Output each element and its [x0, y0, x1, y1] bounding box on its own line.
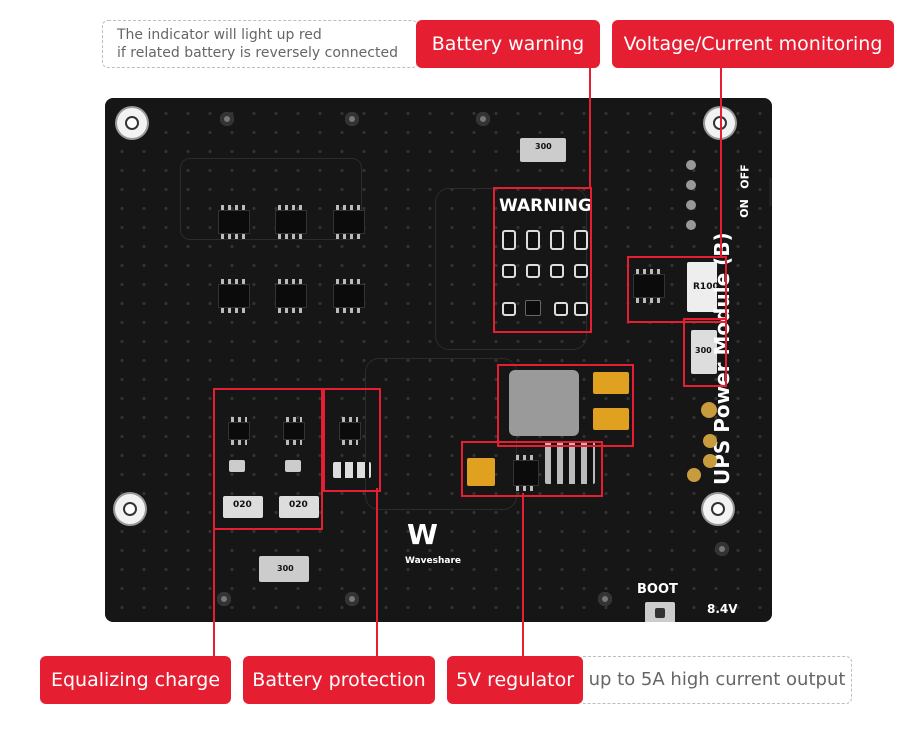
- via-icon: [345, 592, 359, 606]
- connector-pin: [703, 454, 717, 468]
- regulator-box-2: [461, 441, 603, 497]
- resistor-pad: [259, 556, 309, 582]
- resistor-pad: [691, 330, 717, 374]
- equalizing-box: [213, 388, 323, 530]
- regulator-label: 5V regulator: [447, 656, 583, 704]
- resistor: [526, 264, 540, 278]
- ic-chip: [218, 205, 250, 239]
- led: [550, 230, 564, 250]
- protection-leader: [376, 488, 378, 656]
- ic-chip: [218, 279, 250, 313]
- load-resistor: [279, 496, 319, 518]
- resistor: [502, 302, 516, 316]
- ic-chip: [333, 279, 365, 313]
- balance-ic: [228, 417, 250, 445]
- switch-pin: [686, 220, 696, 230]
- via-pattern: [105, 98, 772, 622]
- resistor-020-right: 020: [289, 500, 308, 510]
- voltage-current-label: Voltage/Current monitoring: [612, 20, 894, 68]
- shunt-label: R100: [693, 282, 719, 292]
- via-icon: [598, 592, 612, 606]
- led: [502, 230, 516, 250]
- via-icon: [715, 542, 729, 556]
- resistor: [574, 302, 588, 316]
- regulator-leader: [522, 493, 524, 656]
- switch-on-label: ON: [737, 199, 751, 218]
- equalizing-charge-label: Equalizing charge: [40, 656, 231, 704]
- mount-hole-icon: [115, 494, 145, 524]
- warning-note: The indicator will light up red if relat…: [102, 20, 418, 68]
- monitor-ic: [633, 269, 665, 303]
- resistor-300-right: 300: [695, 346, 712, 355]
- balance-ic: [283, 417, 305, 445]
- protection-ic: [339, 417, 361, 445]
- led: [526, 230, 540, 250]
- resistor: [550, 264, 564, 278]
- transistor: [229, 460, 245, 472]
- transistor: [525, 300, 541, 316]
- connector-pin: [703, 434, 717, 448]
- warning-note-line2: if related battery is reversely connecte…: [117, 45, 398, 61]
- mosfet-array: [333, 462, 371, 478]
- trace: [180, 158, 362, 240]
- resistor-020-left: 020: [233, 500, 252, 510]
- switch-pin: [686, 160, 696, 170]
- warning-silk: WARNING: [499, 196, 592, 216]
- shunt-resistor: [687, 262, 717, 312]
- capacitor: [593, 372, 629, 394]
- waveshare-logo-icon: W: [407, 518, 438, 551]
- resistor: [574, 264, 588, 278]
- inductor: [509, 370, 579, 436]
- regulator-box: [497, 364, 634, 447]
- power-switch[interactable]: [769, 178, 772, 206]
- boot-button-knob: [655, 608, 665, 618]
- boot-button[interactable]: [645, 602, 675, 622]
- load-resistor: [223, 496, 263, 518]
- capacitor: [593, 408, 629, 430]
- regulator-ic: [513, 455, 539, 491]
- resistor-300-bottom: 300: [277, 564, 294, 573]
- switch-off-label: OFF: [738, 164, 752, 189]
- monitor-box: [627, 256, 727, 323]
- pcb-board: 300 WARNING R100 300 ON OFF UPS Power Mo…: [105, 98, 772, 622]
- resistor: [502, 264, 516, 278]
- connector-pin: [701, 402, 717, 418]
- resistor: [554, 302, 568, 316]
- regulator-note: up to 5A high current output: [583, 656, 852, 704]
- protection-box: [323, 388, 381, 492]
- resistor-300-top: 300: [535, 142, 552, 151]
- monitor-leader: [720, 68, 722, 256]
- led: [574, 230, 588, 250]
- via-icon: [220, 112, 234, 126]
- via-icon: [217, 592, 231, 606]
- warning-box: [493, 187, 592, 333]
- mount-hole-icon: [117, 108, 147, 138]
- battery-warning-label: Battery warning: [416, 20, 600, 68]
- ic-chip: [275, 205, 307, 239]
- warning-leader: [589, 68, 591, 188]
- boot-label: BOOT: [637, 582, 678, 597]
- resistor-pad: [520, 138, 566, 162]
- switch-pin: [686, 180, 696, 190]
- mount-hole-icon: [703, 494, 733, 524]
- brand-name: Waveshare: [405, 556, 462, 566]
- ic-chip: [333, 205, 365, 239]
- equalizing-leader: [213, 526, 215, 656]
- voltage-label: 8.4V: [707, 602, 738, 616]
- monitor-box-2: [683, 318, 727, 387]
- transistor: [285, 460, 301, 472]
- capacitor: [467, 458, 495, 486]
- battery-protection-label: Battery protection: [243, 656, 435, 704]
- warning-note-line1: The indicator will light up red: [117, 27, 322, 43]
- via-icon: [345, 112, 359, 126]
- ic-chip: [275, 279, 307, 313]
- switch-pin: [686, 200, 696, 210]
- resistor-array: [545, 442, 595, 484]
- connector-pin: [687, 468, 701, 482]
- via-icon: [476, 112, 490, 126]
